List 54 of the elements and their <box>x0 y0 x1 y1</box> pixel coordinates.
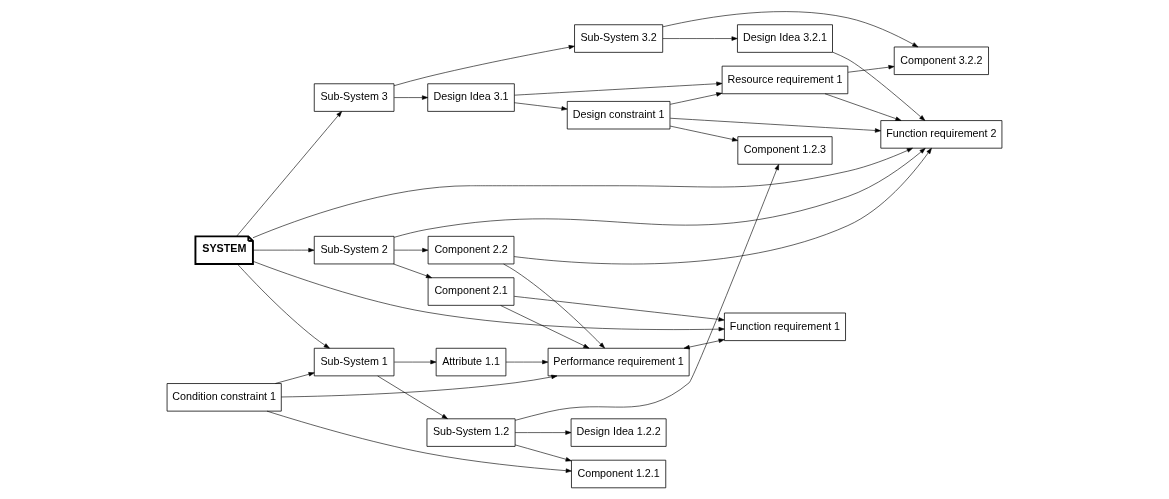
node-box: Component 3.2.2 <box>893 46 989 75</box>
arrow <box>505 359 549 365</box>
node-box: Sub-System 1 <box>313 347 395 377</box>
node-box: Sub-System 1.2 <box>426 418 516 447</box>
arrow <box>266 410 572 473</box>
arrow <box>669 92 723 105</box>
arrow <box>683 338 725 350</box>
node-box: Design Idea 1.2.2 <box>570 418 667 447</box>
node-box: Attribute 1.1 <box>435 347 507 377</box>
arrow <box>513 296 725 322</box>
node-box: Design constraint 1 <box>566 101 671 130</box>
node-box: Component 1.2.3 <box>737 136 833 165</box>
node-box: Performance requirement 1 <box>547 347 690 377</box>
arrow <box>237 263 330 349</box>
node-box: Sub-System 2 <box>313 235 395 265</box>
arrow <box>514 81 723 96</box>
node-box: Sub-System 3 <box>313 83 395 112</box>
arrow <box>513 147 932 265</box>
arrow <box>832 51 926 121</box>
arrow <box>275 372 315 384</box>
arrow <box>514 102 568 111</box>
arrow <box>669 117 881 133</box>
arrow <box>514 444 572 462</box>
arrow <box>662 11 919 48</box>
node-box: Resource requirement 1 <box>721 65 849 95</box>
arrow <box>393 263 432 278</box>
arrow <box>662 36 738 41</box>
node-box: Function requirement 1 <box>724 312 846 341</box>
node-box: Sub-System 3.2 <box>574 24 664 53</box>
arrow <box>252 261 725 332</box>
node-box: Function requirement 2 <box>880 120 1003 149</box>
arrow <box>393 95 428 100</box>
node-box: Design Idea 3.1 <box>427 83 515 112</box>
node-box: Design Idea 3.2.1 <box>737 24 833 53</box>
arrow <box>669 125 739 142</box>
arrow <box>500 305 590 349</box>
arrow <box>281 374 558 398</box>
node-box: Component 2.1 <box>427 277 515 306</box>
arrow <box>847 65 895 73</box>
arrow <box>252 247 315 253</box>
arrow <box>236 111 342 237</box>
arrow <box>514 430 572 435</box>
node-box: Component 2.2 <box>427 235 515 265</box>
arrow <box>503 263 605 349</box>
node-box: Condition constraint 1 <box>166 383 282 412</box>
node-box: Component 1.2.1 <box>571 459 667 489</box>
arrow <box>377 375 448 419</box>
arrow <box>393 359 437 365</box>
arrow <box>393 45 575 87</box>
arrow <box>393 247 429 253</box>
arrow <box>514 164 779 421</box>
arrow <box>393 148 926 238</box>
arrow <box>824 93 902 121</box>
arrow <box>252 147 913 239</box>
